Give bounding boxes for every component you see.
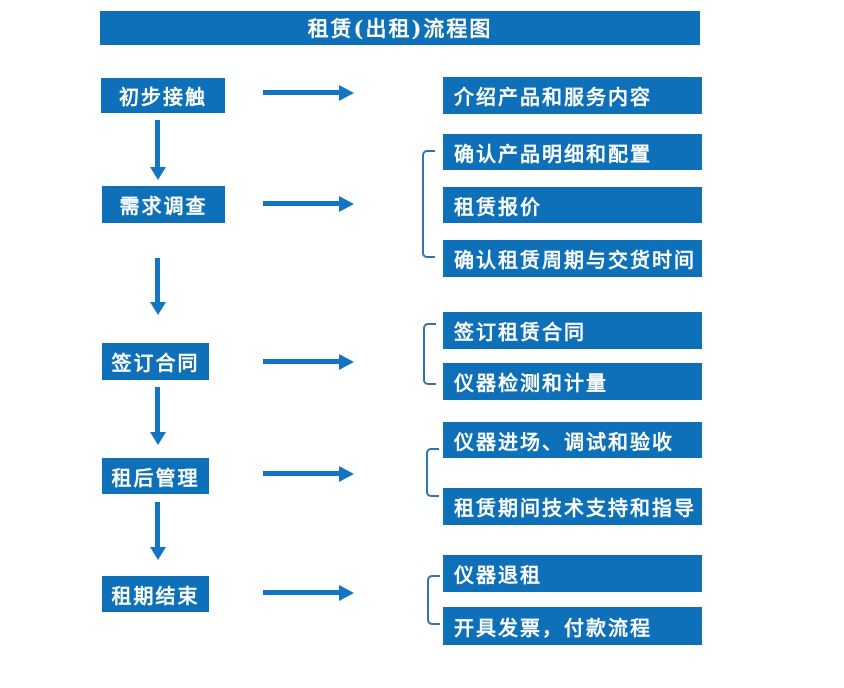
down-arrow xyxy=(155,258,160,302)
flowchart-title: 租赁(出租)流程图 xyxy=(100,11,700,45)
detail-box: 仪器进场、调试和验收 xyxy=(443,422,702,458)
right-arrow xyxy=(263,90,339,95)
detail-box: 租赁期间技术支持和指导 xyxy=(443,488,702,525)
stage-rental-end: 租期结束 xyxy=(102,576,209,612)
detail-box: 仪器退租 xyxy=(443,555,702,592)
down-arrow xyxy=(155,387,160,432)
detail-box: 确认租赁周期与交货时间 xyxy=(443,240,702,277)
down-arrow xyxy=(155,502,160,547)
group-bracket xyxy=(423,323,436,385)
group-bracket xyxy=(427,575,440,625)
detail-box: 确认产品明细和配置 xyxy=(443,134,702,170)
detail-box: 介绍产品和服务内容 xyxy=(443,77,702,114)
group-bracket xyxy=(426,448,439,497)
detail-box: 仪器检测和计量 xyxy=(443,363,702,400)
right-arrow xyxy=(263,359,339,364)
detail-box: 签订租赁合同 xyxy=(443,312,702,349)
stage-initial-contact: 初步接触 xyxy=(101,78,225,113)
right-arrow xyxy=(263,590,339,595)
stage-demand-survey: 需求调查 xyxy=(102,186,225,223)
right-arrow xyxy=(263,201,339,206)
down-arrow xyxy=(155,120,160,167)
stage-sign-contract: 签订合同 xyxy=(102,343,209,380)
right-arrow xyxy=(263,471,339,476)
detail-box: 租赁报价 xyxy=(443,187,702,223)
group-bracket xyxy=(422,150,435,258)
detail-box: 开具发票，付款流程 xyxy=(443,607,702,645)
stage-post-rental-management: 租后管理 xyxy=(102,458,209,494)
